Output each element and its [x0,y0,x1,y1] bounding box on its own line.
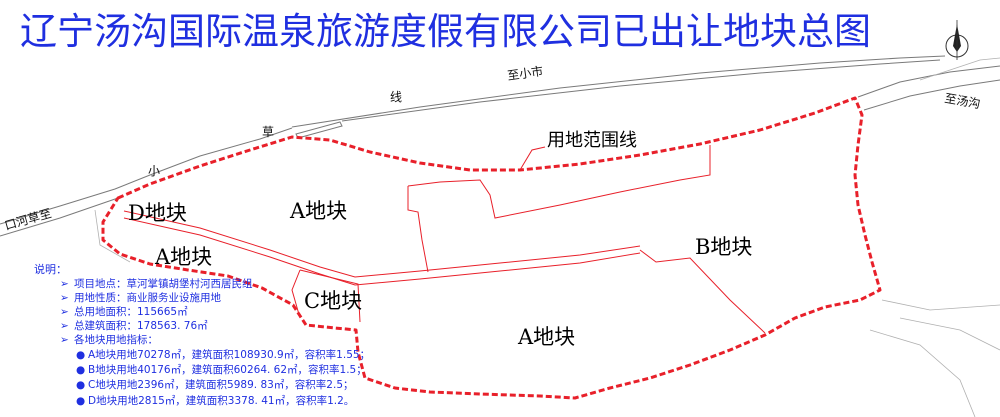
legend-bullet-icon: ● [76,349,85,361]
block-label-a-west: A地块 [154,245,212,269]
block-label-a-north: A地块 [289,199,347,223]
legend-heading: 说明： [34,262,67,276]
road-bridge-marker [295,121,343,139]
block-a-b-divider [639,249,766,334]
parcel-lines [123,145,766,334]
road-to-tanggou-upper [857,65,1000,98]
legend-arrow-icon: ➢ [60,334,69,346]
legend-block-indicator: D地块用地2815㎡，建筑面积3378. 41㎡，容积率1.2。 [88,394,354,407]
legend-bullet-icon: ● [76,364,85,376]
legend-block-indicator: C地块用地2396㎡，建筑面积5989. 83㎡，容积率2.5； [88,378,354,391]
north-arrow-icon [945,20,969,60]
road-label-to-kouhecao: 口河草至 [3,206,53,233]
terrain-line [869,329,976,417]
block-label-a-south: A地块 [517,325,575,349]
legend-item: 用地性质：商业服务业设施用地 [74,291,221,304]
legend: 说明： ➢ 项目地点：草河掌镇胡堡村河西居民组 ➢ 用地性质：商业服务业设施用地… [34,262,370,407]
road-to-xiaoshi-lower [341,59,941,122]
road-west-upper [0,127,293,225]
block-label-b: B地块 [695,235,752,259]
legend-item: 项目地点：草河掌镇胡堡村河西居民组 [74,277,253,290]
internal-road-north-edge [123,210,641,278]
road-to-tanggou-lower [863,79,1000,111]
road-label-xiao: 小 [148,164,160,178]
terrain-lines [94,57,1000,417]
road-label-to-tanggou: 至汤沟 [943,91,981,111]
road-west-lower [0,197,119,237]
terrain-line [899,317,1000,351]
block-label-c: C地块 [304,289,362,313]
legend-bullet-icon: ● [76,379,85,391]
inner-parcel-outline [407,145,711,219]
inner-parcel-west-edge [407,186,429,273]
boundary-label-leader [519,146,546,171]
block-c-outline [291,269,361,323]
road-to-xiaoshi-upper [291,55,946,128]
legend-arrow-icon: ➢ [60,306,69,318]
legend-item: 总用地面积：115665㎡ [74,305,188,318]
legend-arrow-icon: ➢ [60,292,69,304]
boundary-line-label: 用地范围线 [547,130,637,151]
legend-item: 总建筑面积：178563. 76㎡ [74,319,208,332]
road-label-to-xiaoshi: 至小市 [506,63,544,83]
legend-arrow-icon: ➢ [60,278,69,290]
legend-block-indicator: B地块用地40176㎡，建筑面积60264. 62㎡，容积率1.5； [88,363,367,376]
terrain-line [94,209,131,263]
legend-bullet-icon: ● [76,395,85,407]
terrain-line [919,57,1000,81]
legend-item: 各地块用地指标： [74,333,158,346]
site-boundary-line [101,96,882,400]
terrain-line [881,299,1000,311]
block-label-d: D地块 [128,201,187,225]
roads [0,55,1000,237]
road-label-xian: 线 [390,90,402,104]
legend-arrow-icon: ➢ [60,320,69,332]
internal-road-south-edge [123,217,641,286]
map-title: 辽宁汤沟国际温泉旅游度假有限公司已出让地块总图 [20,10,871,53]
road-label-cao: 草 [262,125,274,139]
legend-block-indicator: A地块用地70278㎡，建筑面积108930.9㎡，容积率1.55； [88,348,370,361]
